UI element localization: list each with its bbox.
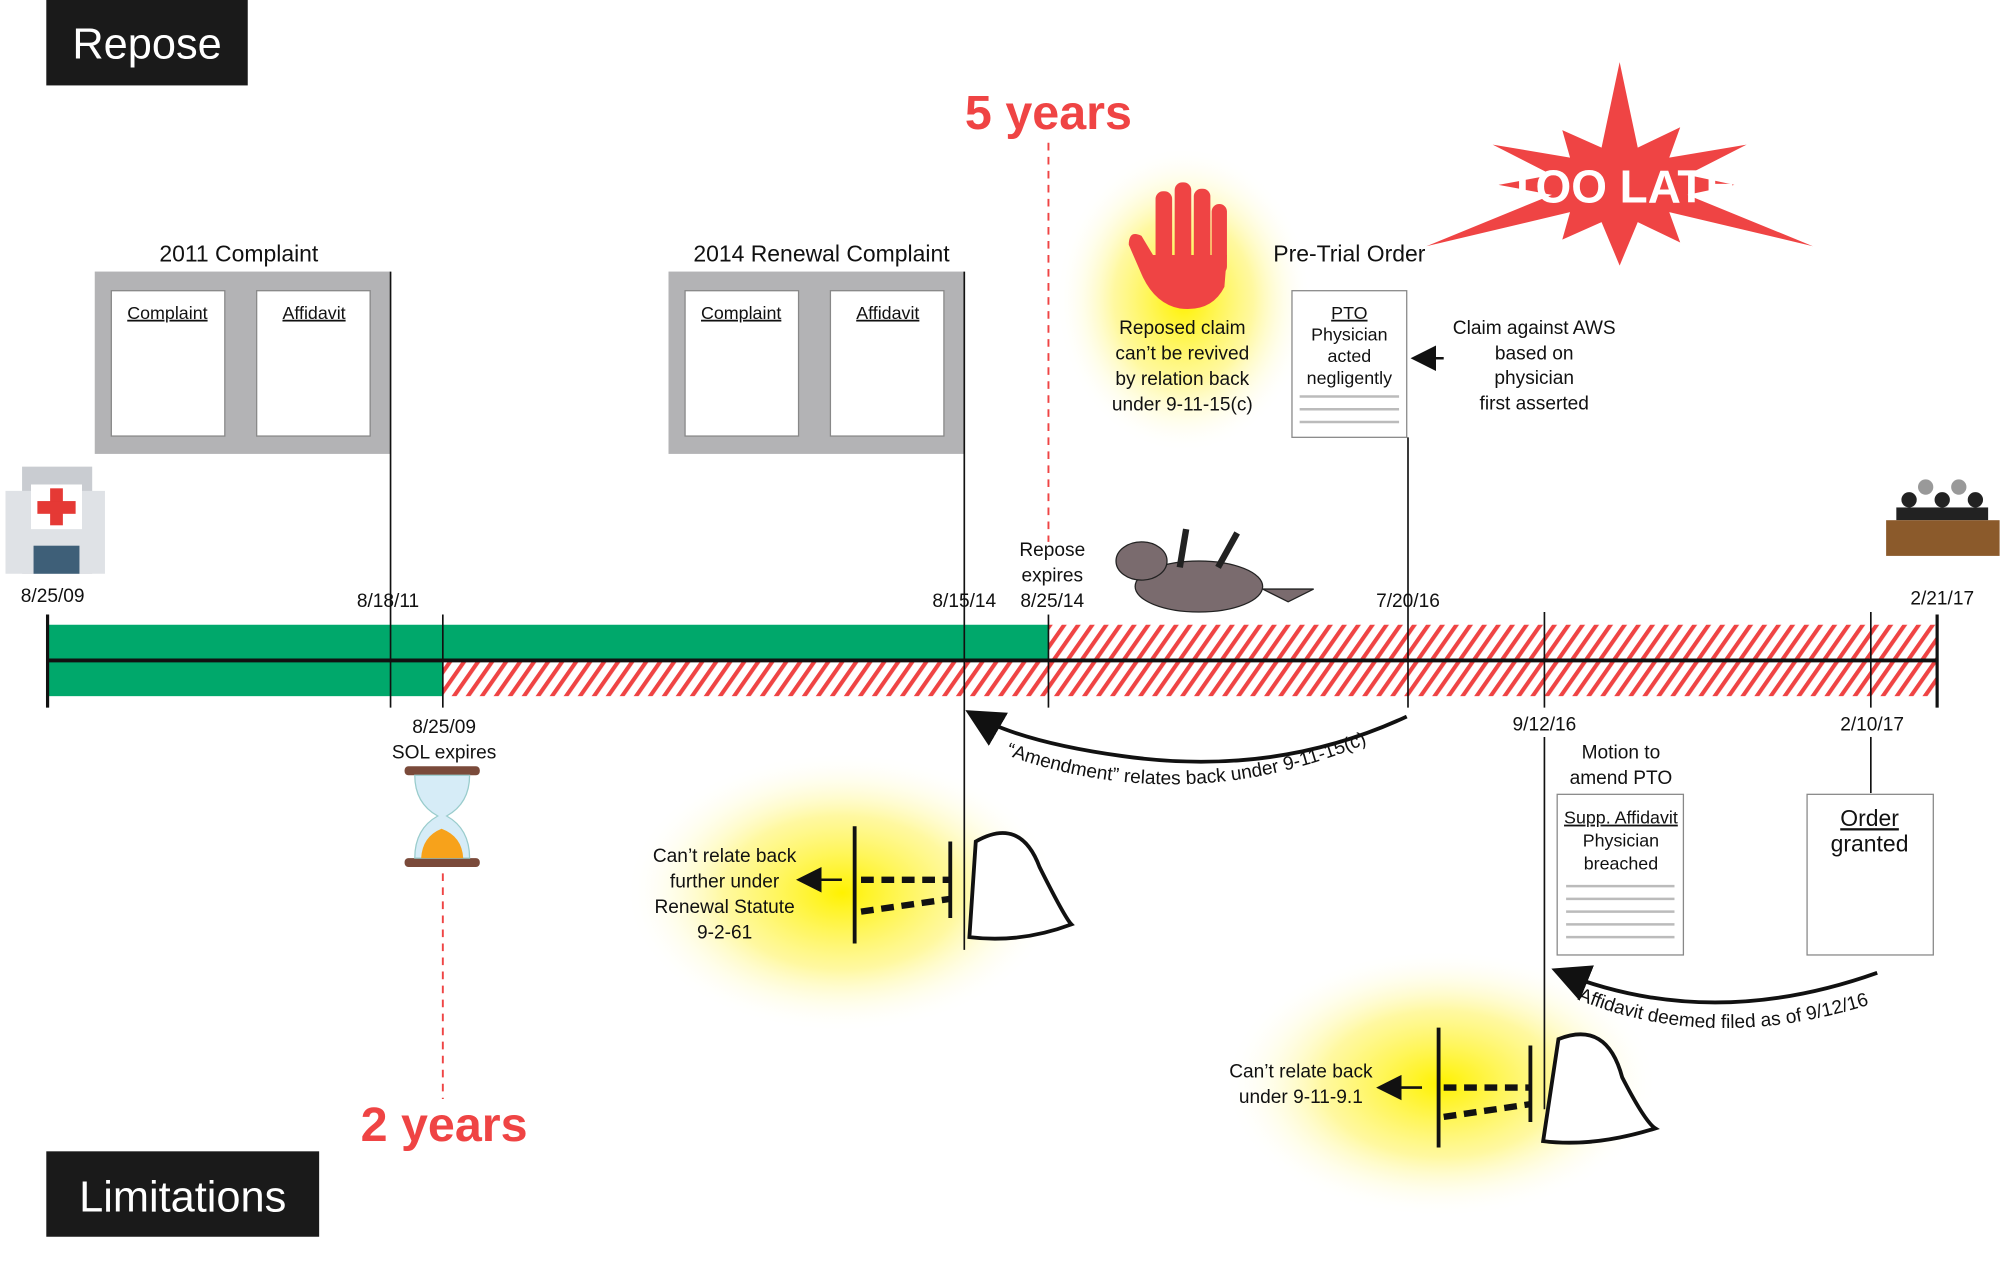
jury-icon bbox=[1886, 479, 2000, 556]
relate-fence-horse-illustration bbox=[1436, 1027, 1660, 1148]
bottom-date-labels: 8/25/09 SOL expires 9/12/16 2/10/17 bbox=[392, 715, 1904, 764]
svg-text:by relation back: by relation back bbox=[1115, 369, 1249, 390]
repose-period: 5 years bbox=[965, 86, 1132, 140]
amendment-arrow bbox=[965, 710, 1408, 764]
svg-text:2011 Complaint: 2011 Complaint bbox=[159, 240, 319, 266]
svg-text:7/20/16: 7/20/16 bbox=[1376, 591, 1440, 612]
svg-text:Can’t relate back: Can’t relate back bbox=[653, 846, 797, 867]
complaint-2014: 2014 Renewal Complaint Complaint Affidav… bbox=[668, 240, 965, 454]
renewal-fence-horse-illustration bbox=[852, 826, 1075, 944]
svg-text:Reposed claim: Reposed claim bbox=[1119, 318, 1245, 339]
supp-affidavit-document: Supp. Affidavit Physician breached bbox=[1556, 793, 1685, 956]
svg-text:9/12/16: 9/12/16 bbox=[1513, 715, 1577, 736]
stop-hand-icon bbox=[1128, 182, 1227, 310]
relate-note: Can’t relate back under 9-11-9.1 bbox=[1229, 1061, 1373, 1108]
motion-title: Motion to amend PTO bbox=[1570, 743, 1673, 790]
pto-document: PTO Physician acted negligently bbox=[1291, 290, 1408, 438]
limitations-period: 2 years bbox=[361, 1098, 528, 1152]
top-date-labels: 8/25/09 8/18/11 8/15/14 8/25/14 7/20/16 … bbox=[21, 586, 1974, 612]
repose-green-bar bbox=[47, 624, 1049, 661]
svg-text:TOO LATE: TOO LATE bbox=[1508, 161, 1736, 213]
svg-text:Motion to: Motion to bbox=[1582, 743, 1661, 764]
svg-text:8/25/14: 8/25/14 bbox=[1020, 591, 1084, 612]
svg-text:first asserted: first asserted bbox=[1480, 393, 1589, 414]
aws-note: Claim against AWS based on physician fir… bbox=[1453, 318, 1616, 414]
repose-hatched-bar bbox=[1048, 624, 1938, 661]
svg-text:9-2-61: 9-2-61 bbox=[697, 922, 752, 943]
svg-text:8/25/09: 8/25/09 bbox=[21, 586, 85, 607]
dead-horse-illustration bbox=[1115, 528, 1314, 613]
svg-text:granted: granted bbox=[1831, 831, 1909, 857]
order-granted-document: Order granted bbox=[1806, 793, 1934, 956]
limitations-green-bar bbox=[47, 660, 443, 697]
limitations-hatched-bar bbox=[442, 660, 1938, 697]
svg-text:8/25/09: 8/25/09 bbox=[412, 717, 476, 738]
limitations-label: Limitations bbox=[46, 1151, 320, 1237]
svg-text:Affidavit: Affidavit bbox=[282, 303, 345, 323]
reposed-note: Reposed claim can’t be revived by relati… bbox=[1112, 318, 1253, 416]
hospital-icon bbox=[5, 466, 105, 574]
svg-text:based on: based on bbox=[1495, 344, 1574, 365]
renewal-note: Can’t relate back further under Renewal … bbox=[653, 846, 797, 944]
svg-text:amend PTO: amend PTO bbox=[1570, 768, 1673, 789]
svg-text:can’t be revived: can’t be revived bbox=[1115, 344, 1249, 365]
svg-text:Repose: Repose bbox=[1019, 540, 1085, 561]
svg-text:Supp. Affidavit: Supp. Affidavit bbox=[1564, 808, 1678, 828]
svg-text:8/15/14: 8/15/14 bbox=[932, 591, 996, 612]
glow-relate bbox=[1224, 949, 1658, 1218]
svg-text:negligently: negligently bbox=[1307, 368, 1392, 388]
svg-text:Claim against AWS: Claim against AWS bbox=[1453, 318, 1616, 339]
timeline bbox=[45, 271, 1939, 1110]
svg-text:breached: breached bbox=[1584, 854, 1658, 874]
svg-text:8/18/11: 8/18/11 bbox=[357, 591, 419, 612]
svg-text:Affidavit: Affidavit bbox=[856, 303, 919, 323]
svg-text:2/21/17: 2/21/17 bbox=[1910, 588, 1974, 609]
svg-text:Renewal Statute: Renewal Statute bbox=[654, 897, 794, 918]
svg-text:Complaint: Complaint bbox=[127, 303, 207, 323]
repose-expires-label: Repose expires bbox=[1019, 540, 1085, 587]
too-late-starburst: TOO LATE bbox=[1426, 62, 1813, 266]
complaint-2011: 2011 Complaint Complaint Affidavit bbox=[94, 240, 391, 454]
svg-text:physician: physician bbox=[1494, 368, 1574, 389]
svg-text:PTO: PTO bbox=[1331, 303, 1367, 323]
svg-text:under 9-11-15(c): under 9-11-15(c) bbox=[1112, 395, 1253, 416]
svg-text:Repose: Repose bbox=[72, 21, 221, 69]
svg-text:2014 Renewal Complaint: 2014 Renewal Complaint bbox=[693, 240, 950, 266]
affidavit-arrow bbox=[1551, 965, 1878, 1005]
svg-text:Physician: Physician bbox=[1583, 831, 1659, 851]
hourglass-icon bbox=[404, 766, 480, 867]
svg-text:further under: further under bbox=[670, 871, 780, 892]
svg-text:Complaint: Complaint bbox=[701, 303, 781, 323]
svg-text:acted: acted bbox=[1328, 346, 1372, 366]
repose-label: Repose bbox=[46, 0, 248, 86]
amendment-arc-label: “Amendment” relates back under 9-11-15(c… bbox=[1004, 729, 1369, 790]
svg-text:Order: Order bbox=[1840, 805, 1899, 831]
glow-renewal bbox=[625, 752, 1059, 1033]
pretrial-title: Pre-Trial Order bbox=[1273, 240, 1425, 266]
svg-text:expires: expires bbox=[1021, 565, 1083, 586]
svg-text:Can’t relate back: Can’t relate back bbox=[1229, 1061, 1373, 1082]
svg-text:Physician: Physician bbox=[1311, 324, 1387, 344]
svg-text:SOL expires: SOL expires bbox=[392, 743, 496, 764]
svg-text:under 9-11-9.1: under 9-11-9.1 bbox=[1239, 1087, 1363, 1108]
svg-text:Limitations: Limitations bbox=[79, 1173, 286, 1221]
svg-text:2/10/17: 2/10/17 bbox=[1840, 715, 1904, 736]
